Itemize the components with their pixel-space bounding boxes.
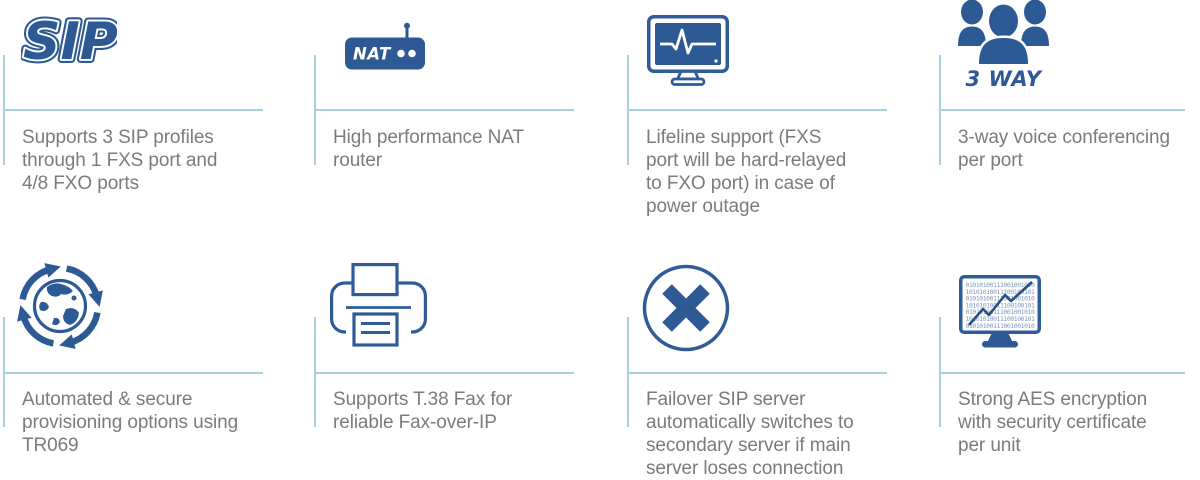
three-way-label: 3 WAY: [965, 67, 1042, 91]
feature-description: Failover SIP server automatically switch…: [646, 389, 854, 479]
feature-description: Supports T.38 Fax for reliable Fax-over-…: [333, 389, 513, 433]
feature-card-nat-router: NAT High performance NAT router: [314, 0, 599, 229]
svg-text:0101010011100100101010: 0101010011100100101010: [966, 281, 1042, 289]
feature-card-sip-profiles: SIP SIP SIP Supports 3 SIP profiles thro…: [3, 0, 288, 229]
cross-line-horizontal: [627, 372, 887, 374]
svg-text:NAT: NAT: [353, 45, 392, 64]
feature-description: 3-way voice conferencing per port: [958, 127, 1170, 171]
fax-printer-icon: [330, 263, 427, 347]
svg-text:1010101001110010010101: 1010101001110010010101: [966, 301, 1042, 309]
feature-card-t38-fax: Supports T.38 Fax for reliable Fax-over-…: [314, 240, 599, 469]
svg-text:SIP: SIP: [23, 12, 117, 71]
sip-logo-icon: SIP SIP SIP: [21, 11, 117, 71]
cross-line-horizontal: [939, 109, 1185, 111]
feature-description: High performance NAT router: [333, 127, 524, 171]
lifeline-monitor-icon: [647, 15, 729, 87]
cross-line-horizontal: [314, 372, 574, 374]
feature-card-provisioning: Automated & secure provisioning options …: [3, 240, 288, 469]
failover-cross-circle-icon: [641, 263, 731, 353]
feature-card-lifeline: Lifeline support (FXS port will be hard-…: [627, 0, 912, 229]
feature-description: Supports 3 SIP profiles through 1 FXS po…: [22, 127, 218, 194]
cross-line-horizontal: [3, 372, 263, 374]
encryption-monitor-icon: 0101010011100100101010 10101010011100100…: [959, 275, 1041, 349]
svg-text:1010101001110010010101: 1010101001110010010101: [966, 288, 1042, 296]
svg-text:0101010011100100101010: 0101010011100100101010: [966, 295, 1042, 303]
feature-description: Strong AES encryption with security cert…: [958, 389, 1148, 456]
svg-text:1010101001110010010101: 1010101001110010010101: [966, 315, 1042, 323]
svg-text:0101010011100100101010: 0101010011100100101010: [966, 308, 1042, 316]
cross-line-horizontal: [314, 109, 574, 111]
feature-description: Lifeline support (FXS port will be hard-…: [646, 127, 847, 217]
three-way-people-icon: 3 WAY: [956, 0, 1051, 91]
feature-description: Automated & secure provisioning options …: [22, 389, 239, 456]
svg-text:SIP: SIP: [23, 12, 117, 71]
feature-card-failover: Failover SIP server automatically switch…: [627, 240, 912, 479]
feature-card-aes-encryption: 0101010011100100101010 10101010011100100…: [939, 240, 1200, 469]
feature-card-three-way: 3 WAY 3-way voice conferencing per port: [939, 0, 1200, 229]
cross-line-horizontal: [3, 109, 263, 111]
cross-line-horizontal: [939, 372, 1185, 374]
svg-text:SIP: SIP: [23, 12, 117, 71]
cross-line-horizontal: [627, 109, 887, 111]
nat-router-icon: NAT: [344, 21, 426, 70]
globe-sync-icon: [14, 260, 106, 352]
svg-text:0101010011100100101010: 0101010011100100101010: [966, 322, 1042, 330]
